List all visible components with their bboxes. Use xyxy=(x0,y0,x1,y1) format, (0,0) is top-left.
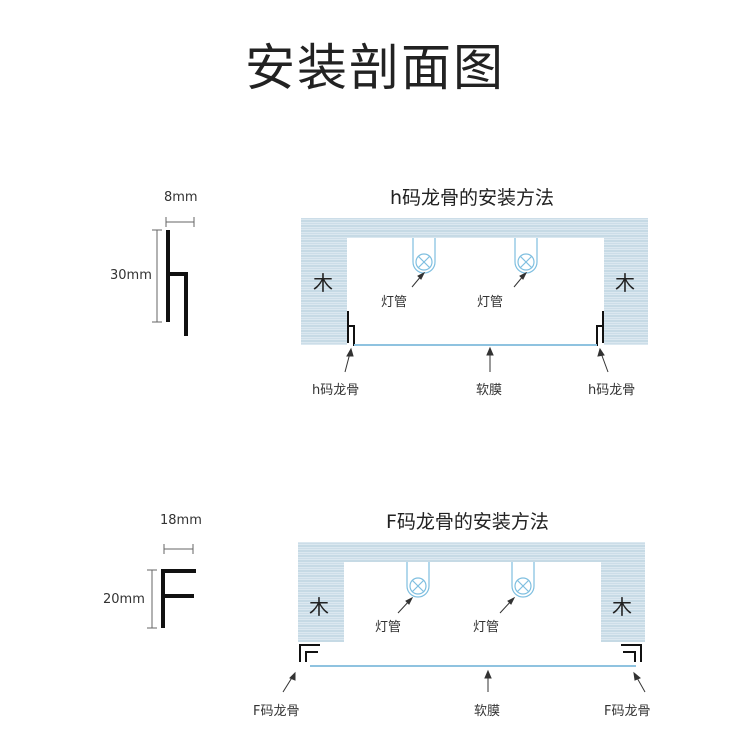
h-keel-left-label: h码龙骨 xyxy=(312,383,360,398)
film-label: 软膜 xyxy=(474,704,501,719)
page-title: 安装剖面图 xyxy=(245,39,505,97)
h-install-diagram xyxy=(301,218,648,373)
lamp-icon xyxy=(514,238,538,274)
f-keel-left-label: F码龙骨 xyxy=(253,704,300,719)
f-width-label: 18mm xyxy=(160,513,202,528)
lamp-icon xyxy=(406,562,430,598)
lamp-label: 灯管 xyxy=(477,295,504,310)
f-profile-drawing xyxy=(147,544,196,629)
f-method-title: F码龙骨的安装方法 xyxy=(386,511,549,533)
lamp-icon xyxy=(511,562,535,598)
h-keel-right-label: h码龙骨 xyxy=(588,383,636,398)
film-label: 软膜 xyxy=(476,383,503,398)
lamp-label: 灯管 xyxy=(381,295,408,310)
h-height-label: 30mm xyxy=(110,268,152,283)
f-install-diagram xyxy=(282,542,646,693)
f-keel-right-label: F码龙骨 xyxy=(604,704,651,719)
h-width-label: 8mm xyxy=(164,190,198,205)
lamp-label: 灯管 xyxy=(375,620,402,635)
lamp-label: 灯管 xyxy=(473,620,500,635)
f-height-label: 20mm xyxy=(103,592,145,607)
wood-label: 木 xyxy=(615,271,635,295)
h-method-title: h码龙骨的安装方法 xyxy=(390,187,555,209)
lamp-icon xyxy=(412,238,436,274)
h-profile-drawing xyxy=(152,217,195,336)
wood-label: 木 xyxy=(313,271,333,295)
wood-label: 木 xyxy=(612,595,632,619)
wood-label: 木 xyxy=(309,595,329,619)
